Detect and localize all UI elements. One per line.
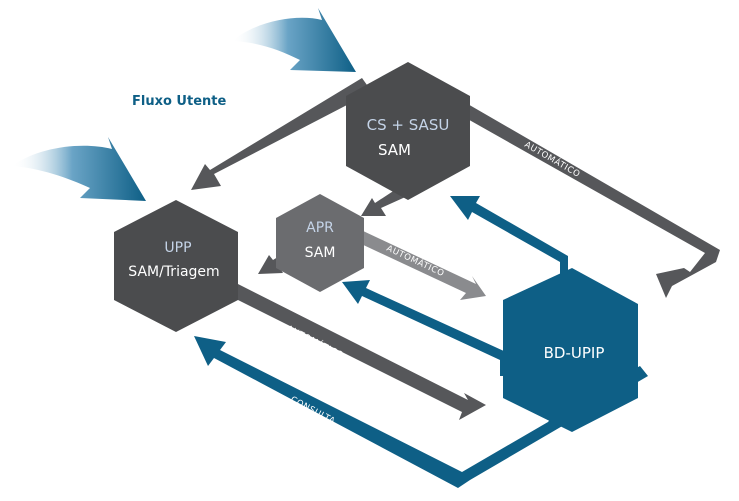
node-cs-sasu-line2: SAM <box>378 141 411 159</box>
entry-swoosh-arrow-top <box>232 8 356 72</box>
arrow-cs-to-upp <box>191 78 372 190</box>
node-cs-sasu-hexagon[interactable] <box>346 62 470 200</box>
node-cs-sasu-line1: CS + SASU <box>367 116 450 134</box>
node-apr-line2: SAM <box>305 245 336 261</box>
entry-swoosh-arrow-left <box>12 137 146 201</box>
node-upp-line2: SAM/Triagem <box>128 264 219 280</box>
node-upp-line1: UPP <box>164 240 191 256</box>
arrow-bd-to-cs <box>450 196 568 292</box>
flow-title: Fluxo Utente <box>132 94 226 109</box>
node-bd-upip-cube[interactable] <box>503 268 638 432</box>
node-apr-hexagon[interactable] <box>276 194 364 292</box>
label-apr-to-bd: AUTOMÁTICO <box>385 242 447 279</box>
arrow-upp-to-bd <box>230 283 486 420</box>
arrow-apr-to-bd <box>357 230 486 300</box>
arrow-cs-to-bd <box>441 92 720 298</box>
arrow-bd-to-apr <box>342 280 506 376</box>
node-upp-hexagon[interactable] <box>114 200 238 332</box>
label-cs-to-bd: AUTOMÁTICO <box>523 138 583 180</box>
node-apr-line1: APR <box>306 220 334 236</box>
node-bd-upip-label: BD-UPIP <box>544 344 605 362</box>
